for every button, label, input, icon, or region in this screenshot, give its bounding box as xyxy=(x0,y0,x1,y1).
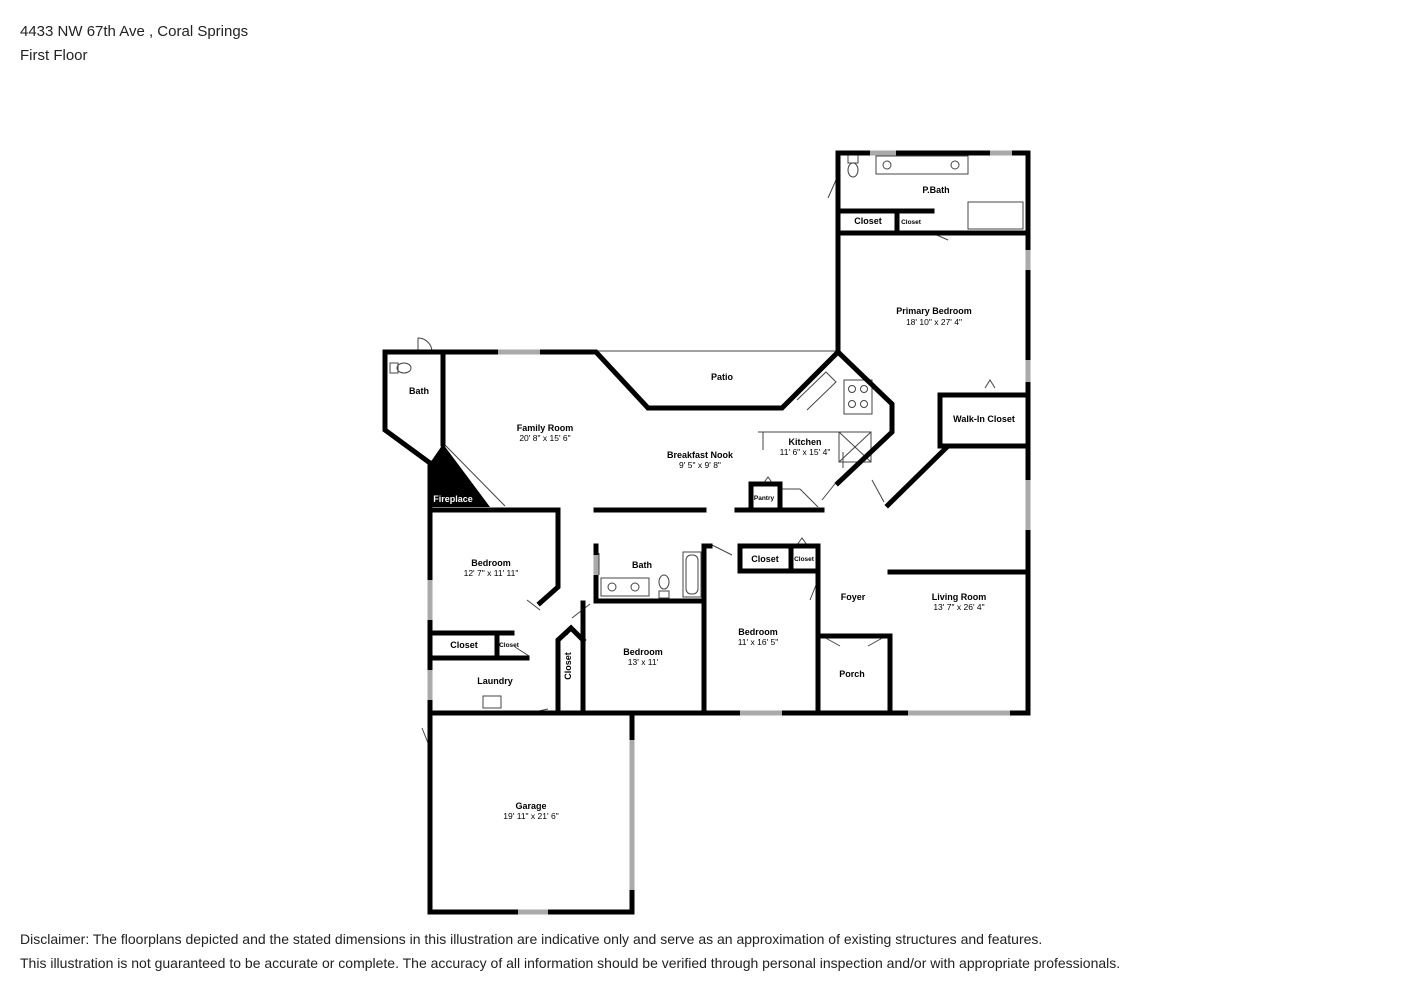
fireplace-block xyxy=(430,444,490,507)
living-room-label: Living Room xyxy=(932,592,987,602)
walls xyxy=(382,150,1031,915)
patio-label: Patio xyxy=(711,372,734,382)
bedroom-left-label: Bedroom xyxy=(471,558,511,568)
foyer-label: Foyer xyxy=(841,592,866,602)
windows xyxy=(427,150,1031,915)
closet-left-label: Closet xyxy=(450,640,478,650)
porch-label: Porch xyxy=(839,669,865,679)
floor-label: First Floor xyxy=(20,47,88,64)
bath-left-label: Bath xyxy=(409,386,429,396)
garage-label: Garage xyxy=(515,801,546,811)
living-room-dims: 13' 7" x 26' 4" xyxy=(933,602,984,612)
primary-bedroom-label: Primary Bedroom xyxy=(896,306,972,316)
primary-bedroom-dims: 18' 10" x 27' 4" xyxy=(906,317,962,327)
closet-mid-label: Closet xyxy=(751,554,779,564)
pantry-label: Pantry xyxy=(754,495,775,502)
laundry-label: Laundry xyxy=(477,676,513,686)
closet-top-label: Closet xyxy=(854,216,882,226)
fireplace-label: Fireplace xyxy=(433,494,473,504)
bedroom-center-dims: 13' x 11' xyxy=(628,657,659,667)
kitchen-dims: 11' 6" x 15' 4" xyxy=(780,447,831,457)
bedroom-mid-dims: 11' x 16' 5" xyxy=(738,637,779,647)
bedroom-center-label: Bedroom xyxy=(623,647,663,657)
bedroom-left-dims: 12' 7" x 11' 11" xyxy=(464,568,519,578)
room-labels: P.Bath Closet Closet Primary Bedroom 18'… xyxy=(409,185,1015,821)
property-address: 4433 NW 67th Ave , Coral Springs xyxy=(20,23,249,40)
garage-dims: 19' 11" x 21' 6" xyxy=(503,811,558,821)
closet-left-small-label: Closet xyxy=(499,642,520,649)
closet-vertical-label: Closet xyxy=(563,652,573,680)
disclaimer-line-2: This illustration is not guaranteed to b… xyxy=(20,955,1121,971)
walkin-closet-label: Walk-In Closet xyxy=(953,414,1015,424)
family-room-dims: 20' 8" x 15' 6" xyxy=(519,433,570,443)
family-room-label: Family Room xyxy=(517,423,574,433)
closet-top-small-label: Closet xyxy=(901,219,922,226)
breakfast-nook-label: Breakfast Nook xyxy=(667,450,734,460)
disclaimer-line-1: Disclaimer: The floorplans depicted and … xyxy=(20,931,1043,947)
bedroom-mid-label: Bedroom xyxy=(738,627,778,637)
breakfast-nook-dims: 9' 5" x 9' 8" xyxy=(679,460,721,470)
closet-mid-small-label: Closet xyxy=(794,556,815,563)
bath-center-label: Bath xyxy=(632,560,652,570)
pbath-label: P.Bath xyxy=(922,185,949,195)
kitchen-label: Kitchen xyxy=(788,437,821,447)
